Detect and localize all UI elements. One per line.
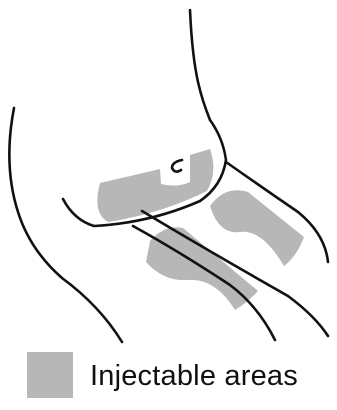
legend-swatch bbox=[27, 352, 73, 398]
right-thigh-injectable-area bbox=[210, 190, 304, 266]
body-outline bbox=[9, 10, 328, 342]
legend-label: Injectable areas bbox=[90, 359, 298, 393]
abdomen-injectable-area bbox=[97, 149, 213, 222]
legend: Injectable areas bbox=[27, 352, 337, 402]
body-diagram bbox=[0, 0, 337, 345]
navel bbox=[172, 160, 182, 172]
injection-site-illustration bbox=[0, 0, 337, 345]
